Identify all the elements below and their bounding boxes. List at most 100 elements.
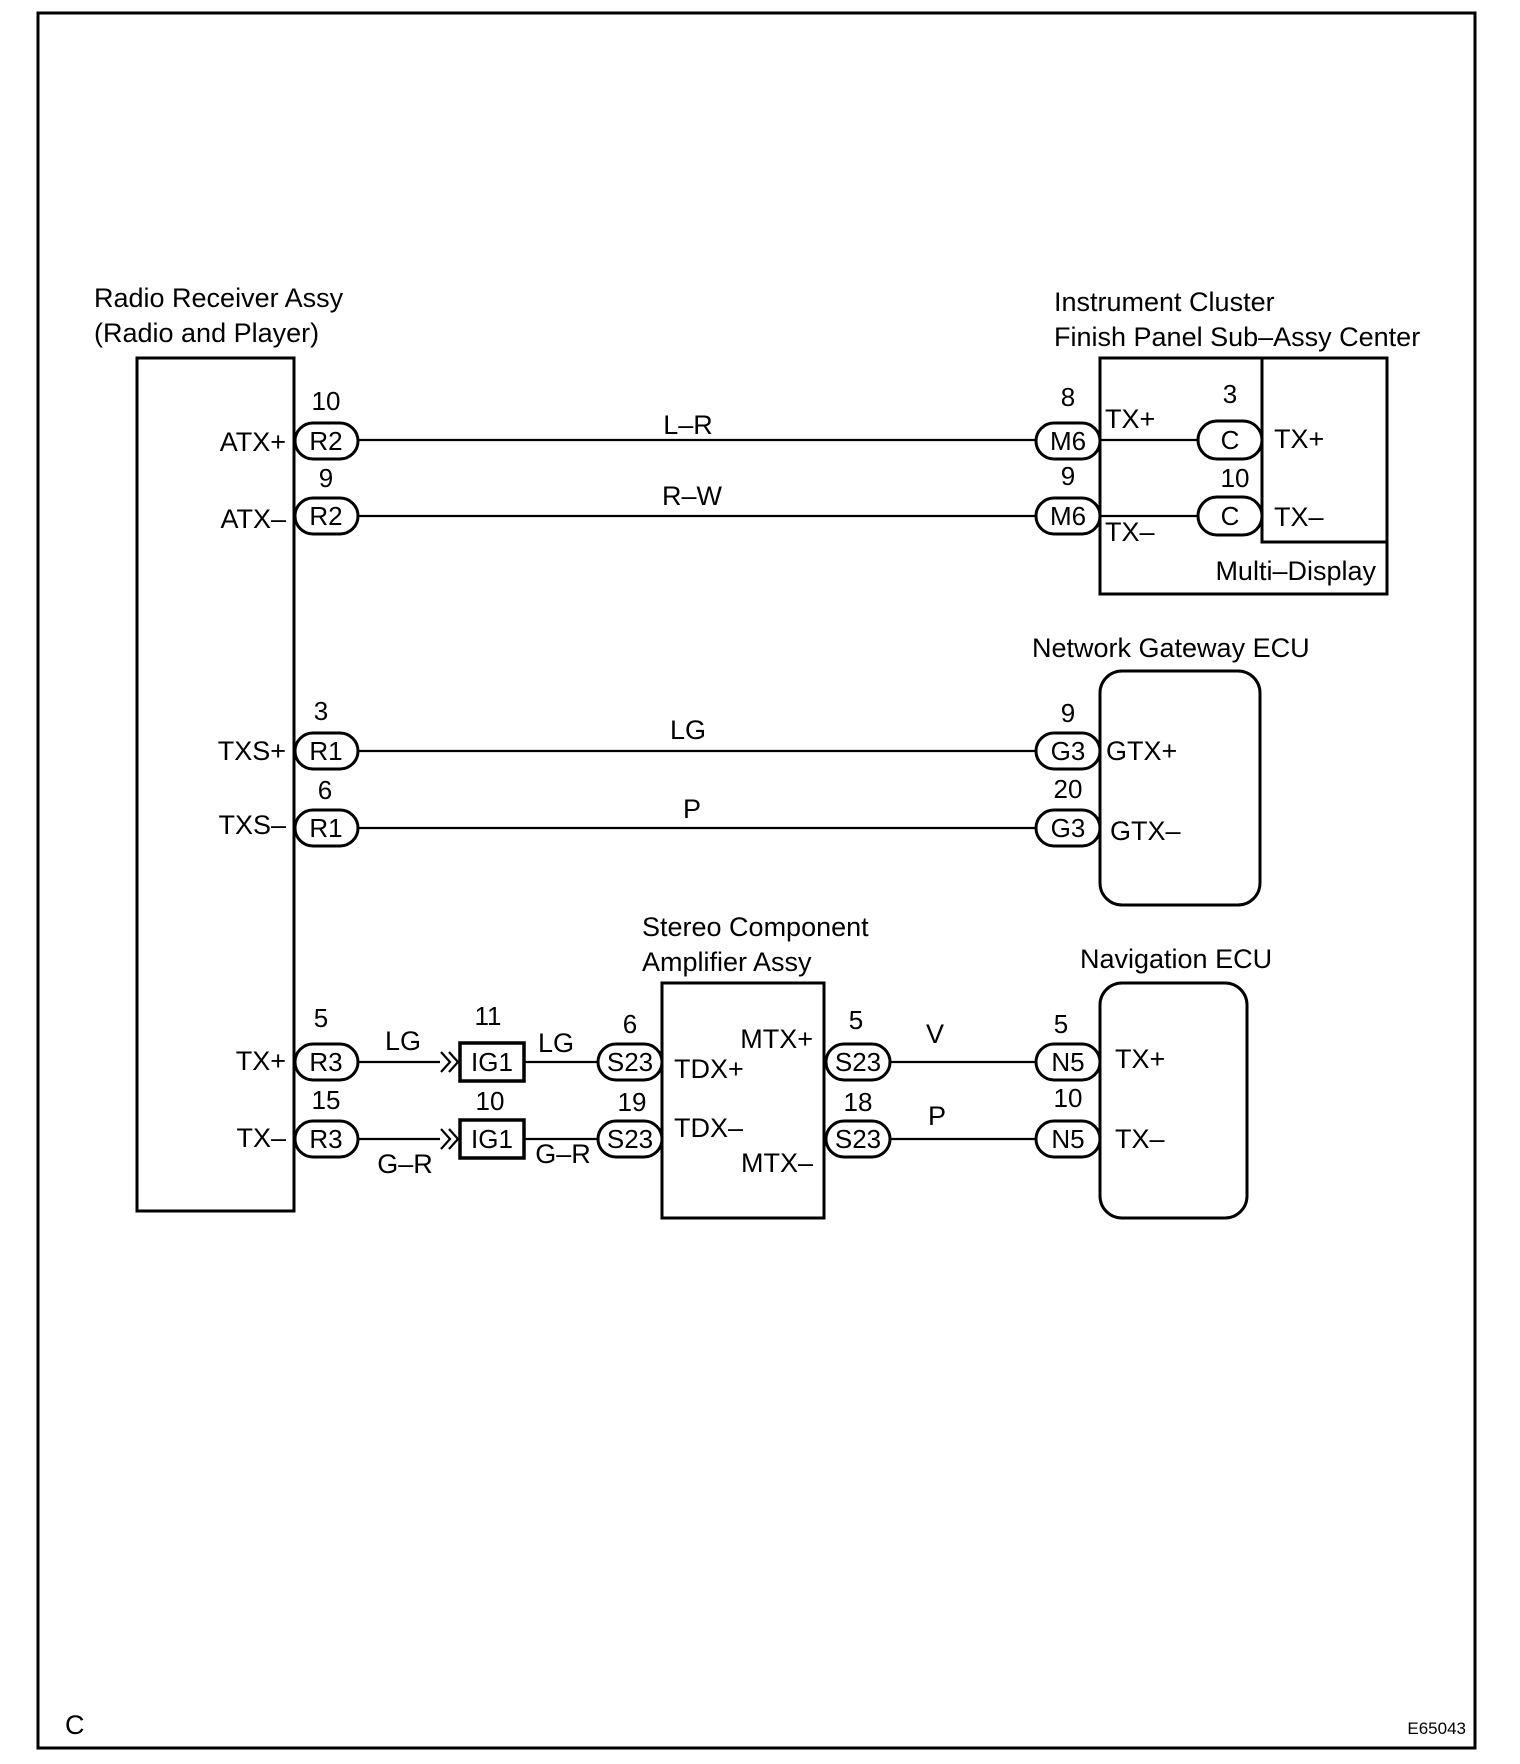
connector-code: S23 [835, 1047, 881, 1077]
navigation-title: Navigation ECU [1080, 944, 1272, 974]
radio-title-line2: (Radio and Player) [94, 318, 319, 348]
connector-code: R2 [309, 426, 342, 456]
connector-s23-pin18: S23 18 [824, 1087, 892, 1159]
connector-r2-pin10: R2 10 [293, 386, 360, 461]
connector-code: S23 [835, 1124, 881, 1154]
cluster-title-line1: Instrument Cluster [1054, 287, 1275, 317]
pin-number: 18 [844, 1087, 873, 1117]
amplifier-box [660, 981, 826, 1220]
pin-number: 10 [1221, 463, 1250, 493]
cluster-box [1098, 356, 1389, 596]
gateway-title: Network Gateway ECU [1032, 633, 1310, 663]
pin-number: 5 [314, 1003, 328, 1033]
connector-code: S23 [607, 1047, 653, 1077]
connector-r1-pin3: R1 3 [293, 696, 360, 771]
connector-s23-pin19: S23 19 [596, 1087, 664, 1159]
connector-code: R1 [309, 736, 342, 766]
pin-number: 6 [318, 775, 332, 805]
connector-code: IG1 [471, 1047, 513, 1077]
radio-receiver-box [135, 356, 296, 1213]
terminal-atx-minus: ATX– [220, 504, 286, 534]
connector-code: M6 [1050, 426, 1086, 456]
multi-display-inner-box [1260, 358, 1387, 544]
connector-code: M6 [1050, 501, 1086, 531]
connector-code: S23 [607, 1124, 653, 1154]
pin-number: 5 [1054, 1009, 1068, 1039]
connector-c-pin3: C 3 [1196, 379, 1264, 461]
connector-ig1-pin10: IG1 10 [458, 1086, 526, 1160]
pin-number: 6 [623, 1009, 637, 1039]
navigation-box [1098, 981, 1249, 1220]
pin-number: 19 [618, 1087, 647, 1117]
pin-number: 15 [312, 1085, 341, 1115]
wire-label-txs-minus: P [683, 794, 701, 824]
connector-s23-pin5: S23 5 [824, 1005, 892, 1082]
connector-code: R3 [309, 1124, 342, 1154]
wire-label-mtx-plus: V [926, 1019, 944, 1049]
connector-code: C [1221, 501, 1240, 531]
connector-m6-pin8: M6 8 [1034, 382, 1102, 461]
connector-code: IG1 [471, 1124, 513, 1154]
pin-number: 11 [475, 1001, 502, 1031]
connector-code: N5 [1051, 1124, 1084, 1154]
connector-code: G3 [1051, 736, 1086, 766]
terminal-atx-plus: ATX+ [220, 427, 286, 457]
gateway-box [1098, 669, 1262, 907]
connector-c-pin10: C 10 [1196, 463, 1264, 537]
pin-number: 9 [319, 463, 333, 493]
wire-label-atx-plus: L–R [663, 410, 713, 440]
terminal-nav-tx-minus: TX– [1115, 1124, 1165, 1154]
terminal-mtx-plus: MTX+ [740, 1024, 813, 1054]
connector-m6-pin9: M6 9 [1034, 461, 1102, 536]
connector-code: R1 [309, 813, 342, 843]
wire-label-mtx-minus: P [928, 1101, 946, 1131]
cluster-title-line2: Finish Panel Sub–Assy Center [1054, 322, 1420, 352]
pin-number: 10 [1054, 1083, 1083, 1113]
terminal-display-tx-plus: TX+ [1274, 424, 1324, 454]
wire-label-tx-plus-2: LG [538, 1028, 574, 1058]
amplifier-title-line2: Amplifier Assy [642, 947, 812, 977]
terminal-txs-plus: TXS+ [218, 736, 286, 766]
connector-r3-pin15: R3 15 [293, 1085, 360, 1159]
connector-n5-pin5: N5 5 [1034, 1009, 1102, 1082]
connector-code: R3 [309, 1047, 342, 1077]
pin-number: 9 [1061, 461, 1075, 491]
multi-display-label: Multi–Display [1215, 556, 1376, 586]
terminal-cluster-tx-plus: TX+ [1105, 404, 1155, 434]
terminal-nav-tx-plus: TX+ [1115, 1044, 1165, 1074]
terminal-cluster-tx-minus: TX– [1105, 517, 1155, 547]
pin-number: 10 [312, 386, 341, 416]
terminal-mtx-minus: MTX– [741, 1148, 813, 1178]
pin-number: 5 [849, 1005, 863, 1035]
connector-g3-pin9: G3 9 [1034, 698, 1102, 771]
terminal-txs-minus: TXS– [218, 810, 286, 840]
connector-r2-pin9: R2 9 [293, 463, 360, 536]
connector-n5-pin10: N5 10 [1034, 1083, 1102, 1159]
connector-r3-pin5: R3 5 [293, 1003, 360, 1082]
pin-number: 9 [1061, 698, 1075, 728]
pin-number: 10 [476, 1086, 505, 1116]
wire-label-atx-minus: R–W [662, 481, 723, 511]
pin-number: 8 [1061, 382, 1075, 412]
wire-label-tx-plus-1: LG [385, 1026, 421, 1056]
connector-code: C [1221, 425, 1240, 455]
connector-code: N5 [1051, 1047, 1084, 1077]
terminal-radio-tx-minus: TX– [236, 1123, 286, 1153]
amplifier-title-line1: Stereo Component [642, 912, 869, 942]
wire-label-tx-minus-1: G–R [377, 1149, 433, 1179]
terminal-display-tx-minus: TX– [1274, 502, 1324, 532]
wire-label-txs-plus: LG [670, 715, 706, 745]
radio-title-line1: Radio Receiver Assy [94, 283, 344, 313]
terminal-tdx-minus: TDX– [674, 1113, 743, 1143]
connector-ig1-pin11: IG1 11 [458, 1001, 526, 1083]
connector-g3-pin20: G3 20 [1034, 774, 1102, 848]
connector-s23-pin6: S23 6 [596, 1009, 664, 1082]
junction-arrow-tx-plus [440, 1051, 460, 1073]
wire-label-tx-minus-2: G–R [535, 1139, 591, 1169]
connector-code: G3 [1051, 813, 1086, 843]
figure-code: E65043 [1407, 1719, 1466, 1738]
terminal-radio-tx-plus: TX+ [236, 1046, 286, 1076]
junction-arrow-tx-minus [440, 1128, 460, 1150]
pin-number: 20 [1054, 774, 1083, 804]
